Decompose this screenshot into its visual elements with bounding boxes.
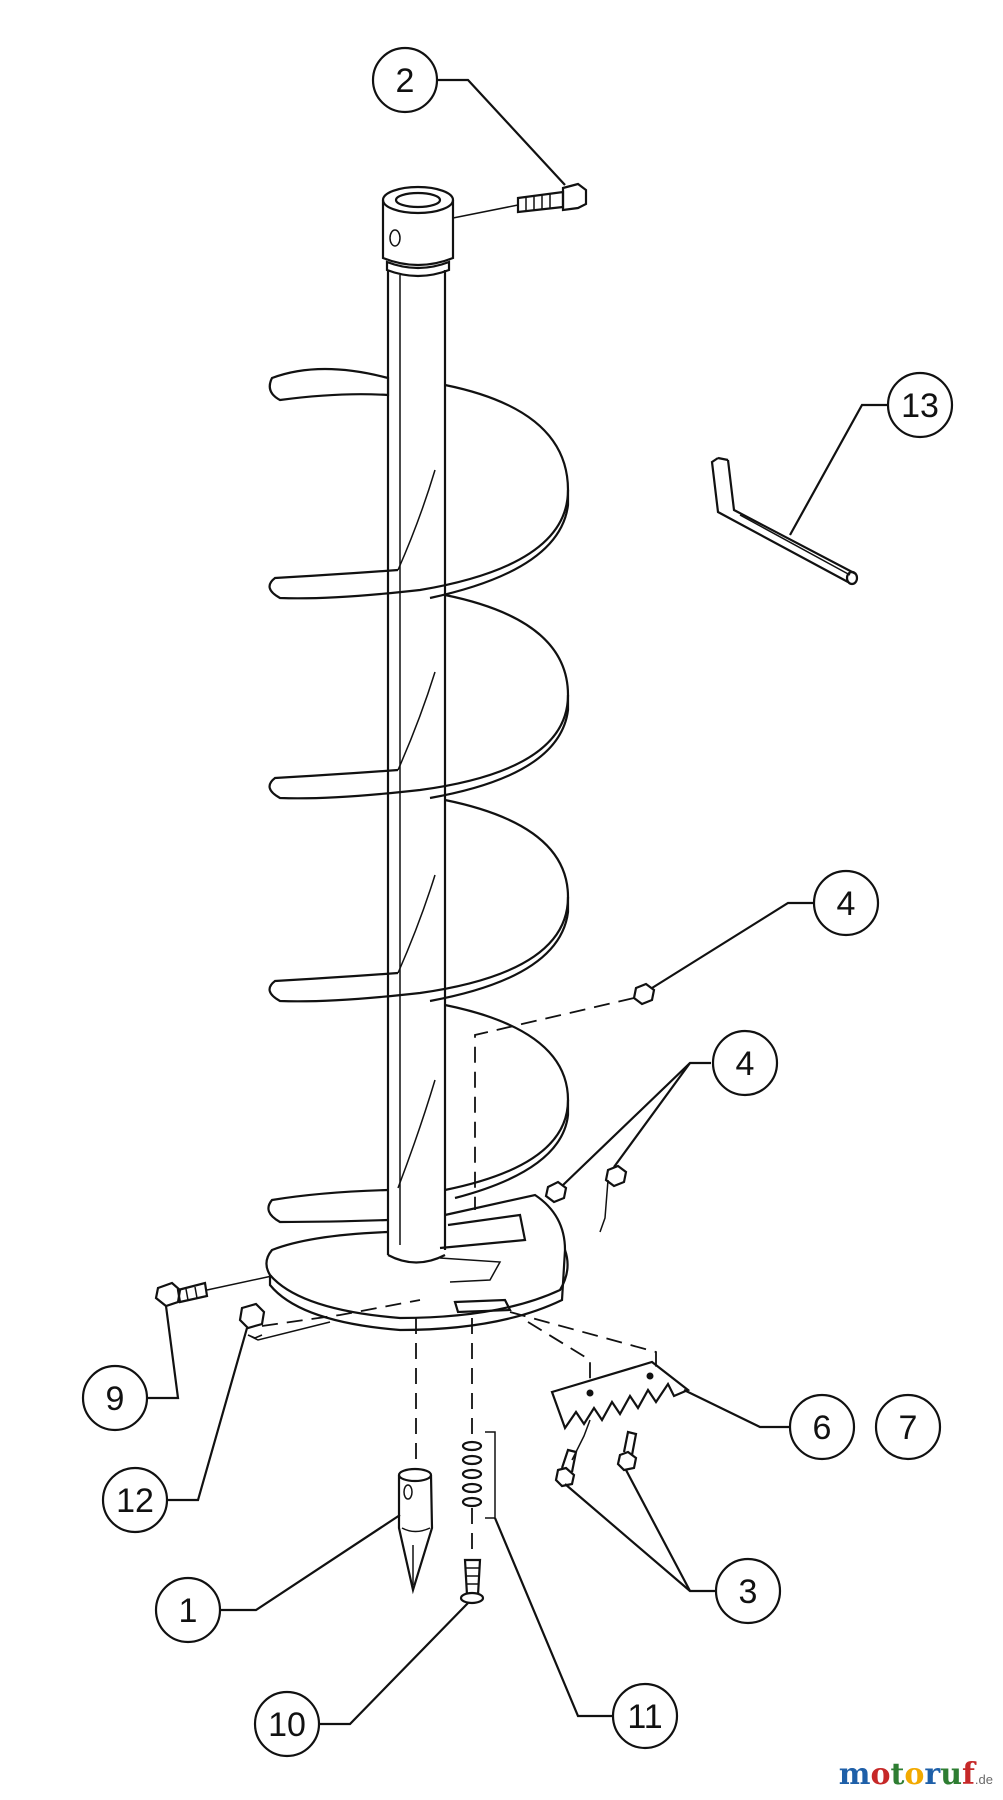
callout-11: 11 (611, 1682, 679, 1750)
watermark-letter: o (870, 1757, 891, 1792)
callout-11-label: 11 (627, 1698, 662, 1736)
callout-4-lower: 4 (711, 1029, 779, 1097)
callout-1: 1 (154, 1576, 222, 1644)
screw-part (459, 1558, 485, 1605)
watermark-letter: r (924, 1757, 941, 1792)
pilot-point-part (397, 1467, 434, 1595)
callout-6-label: 6 (813, 1409, 832, 1447)
top-bolt-part (452, 182, 588, 219)
watermark-letter: u (940, 1757, 963, 1792)
watermark-logo: motoruf.de (839, 1757, 993, 1792)
nut-parts (544, 982, 656, 1204)
callout-10-label: 10 (268, 1706, 306, 1744)
blade-bolt-parts (554, 1430, 638, 1488)
callout-4-lower-label: 4 (736, 1045, 755, 1083)
callout-7: 7 (874, 1393, 942, 1461)
callout-7-label: 7 (899, 1409, 918, 1447)
watermark-letter: t (890, 1757, 905, 1792)
callout-13-label: 13 (901, 387, 939, 425)
callout-3: 3 (714, 1557, 782, 1625)
callout-12-label: 12 (116, 1482, 154, 1520)
callout-2-label: 2 (396, 62, 415, 100)
watermark-brand: motoruf (839, 1757, 975, 1792)
washer-stack-part (461, 1431, 496, 1519)
callout-13: 13 (886, 371, 954, 439)
watermark-letter: m (838, 1757, 871, 1792)
serrated-blade-part (550, 1360, 691, 1431)
watermark-letter: f (962, 1757, 975, 1792)
callout-4-upper: 4 (812, 869, 880, 937)
callout-3-label: 3 (739, 1573, 758, 1611)
callout-12: 12 (101, 1466, 169, 1534)
callout-6: 6 (788, 1393, 856, 1461)
callout-4-upper-label: 4 (837, 885, 856, 923)
callout-10: 10 (253, 1690, 321, 1758)
side-bolt-part (154, 1275, 273, 1308)
watermark-letter: o (904, 1757, 925, 1792)
callout-1-label: 1 (179, 1592, 198, 1630)
leader-lines (148, 78, 888, 1726)
callout-2: 2 (371, 46, 439, 114)
auger-shaft (381, 185, 455, 1264)
callout-9: 9 (81, 1364, 149, 1432)
hex-key-part (710, 456, 859, 586)
watermark-tld: .de (974, 1772, 993, 1787)
callout-9-label: 9 (106, 1380, 125, 1418)
auger-flighting (265, 367, 570, 1332)
assembly-dashed-lines (247, 997, 657, 1556)
square-nut-part (238, 1302, 266, 1330)
